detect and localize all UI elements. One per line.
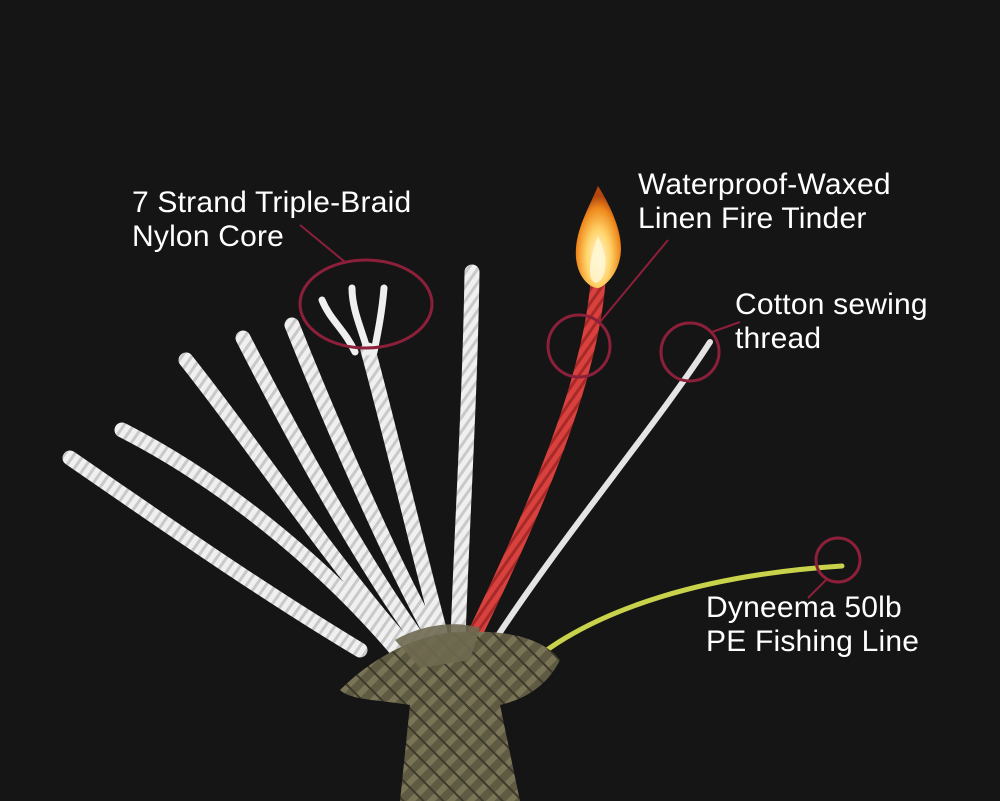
nylon-strand-1 xyxy=(62,450,368,658)
cotton-label-line2: thread xyxy=(735,322,822,355)
fishing-line xyxy=(537,563,845,658)
dyneema-label-line1: Dyneema 50lb xyxy=(706,591,902,624)
frayed-end-c xyxy=(370,284,388,356)
dyneema-label: Dyneema 50lb PE Fishing Line xyxy=(706,591,919,659)
fishing-line-callout xyxy=(814,536,862,584)
paracord-sheath xyxy=(340,624,560,801)
thread-callout xyxy=(659,321,721,383)
nylon-strand-7 xyxy=(450,264,480,648)
nylon-leader xyxy=(299,224,346,263)
callouts xyxy=(298,224,862,599)
tinder-leader xyxy=(599,239,669,323)
tinder-strand xyxy=(464,274,606,648)
nylon-strand-5 xyxy=(284,317,443,648)
cotton-label-line1: Cotton sewing xyxy=(735,288,928,321)
frayed-end-b xyxy=(348,284,372,356)
nylon-strand-3 xyxy=(178,352,413,653)
nylon-strand-6 xyxy=(360,342,450,648)
tinder-label-line2: Linen Fire Tinder xyxy=(638,202,867,235)
nylon-strands xyxy=(62,264,480,658)
cotton-label: Cotton sewing thread xyxy=(735,288,928,356)
tinder-callout xyxy=(546,313,612,379)
nylon-strand-4 xyxy=(235,330,428,650)
flame-icon xyxy=(575,186,621,288)
dyneema-label-line2: PE Fishing Line xyxy=(706,625,920,658)
nylon-core-label-line2: Nylon Core xyxy=(132,220,285,253)
tinder-label: Waterproof-Waxed Linen Fire Tinder xyxy=(638,168,891,236)
tinder-label-line1: Waterproof-Waxed xyxy=(638,168,891,201)
cotton-thread xyxy=(492,339,713,643)
nylon-core-label: 7 Strand Triple-Braid Nylon Core xyxy=(132,186,411,254)
thread-leader xyxy=(711,321,741,333)
fishing-leader xyxy=(807,579,827,599)
nylon-core-label-line1: 7 Strand Triple-Braid xyxy=(132,186,412,219)
nylon-strand-2 xyxy=(114,422,403,656)
nylon-core-callout xyxy=(298,258,434,350)
